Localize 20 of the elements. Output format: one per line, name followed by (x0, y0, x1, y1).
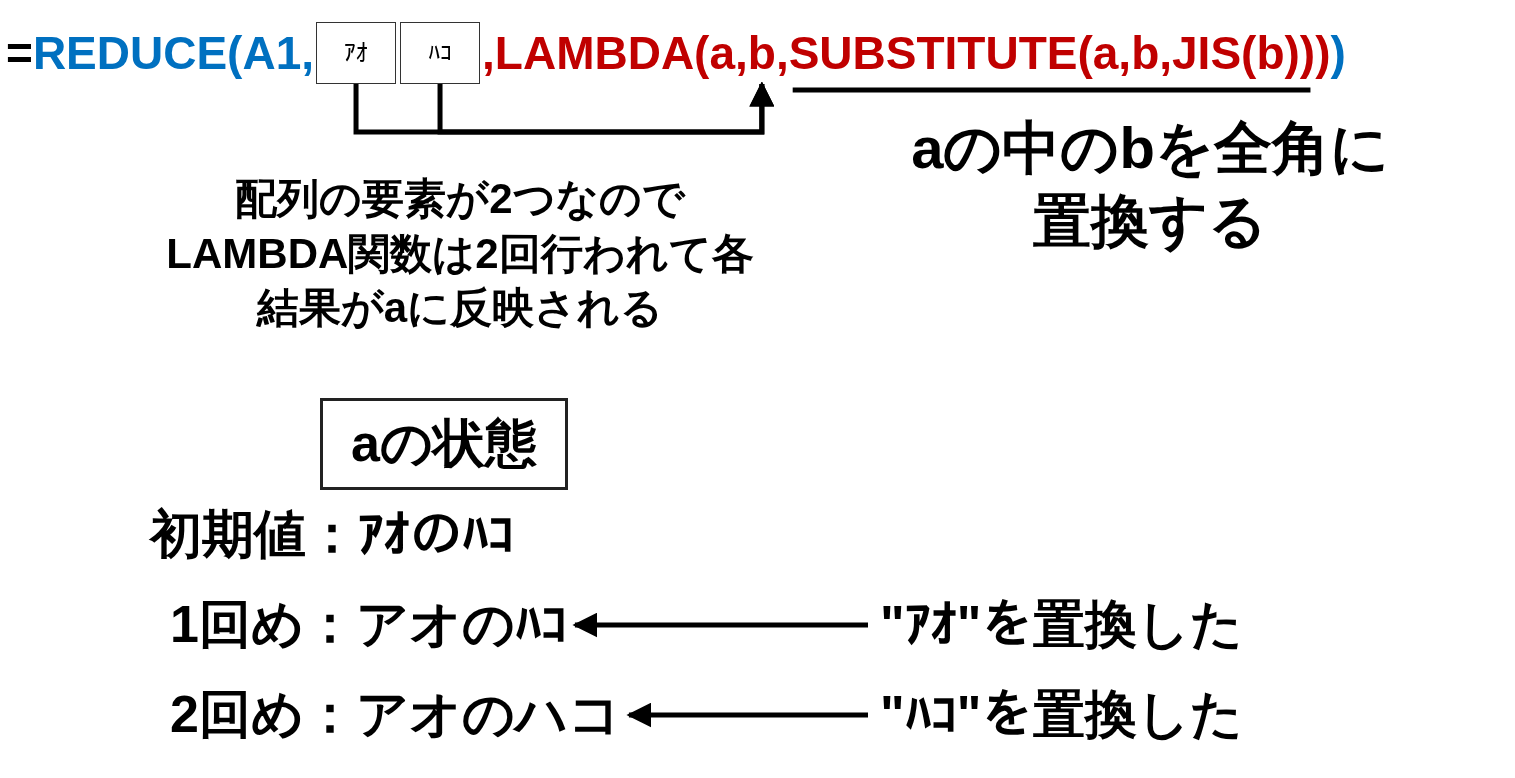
header-box: aの状態 (320, 398, 568, 490)
note-text: 配列の要素が2つなのでLAMBDA関数は2回行われて各結果がaに反映される (165, 174, 755, 334)
formula-text: , (775, 26, 789, 80)
formula-text: = (6, 26, 33, 80)
note-text: "ﾊｺ"を置換した (880, 680, 1244, 750)
formula-text: SUBSTITUTE(a,b,JIS(b))) (788, 26, 1331, 80)
arrow (626, 702, 868, 728)
array-cell: ﾊｺ (400, 22, 481, 84)
array-cell: ｱｵ (316, 22, 397, 84)
bracket-arrow (437, 81, 775, 135)
formula-text: b (747, 26, 776, 80)
formula-text: ) (1330, 26, 1346, 80)
state-text: 初期値：ｱｵのﾊｺ (150, 504, 514, 565)
arrow (572, 612, 868, 638)
state-text: 1回め：アオのﾊｺ (170, 590, 567, 660)
formula-text: ,LAMBDA(a, (482, 26, 748, 80)
state-text: 2回め：アオのハコ (170, 680, 621, 750)
note-text: "ｱｵ"を置換した (880, 590, 1244, 660)
explanation-text: aの中のbを全角に置換する (910, 114, 1390, 255)
formula-text: REDUCE(A1, (32, 26, 315, 80)
